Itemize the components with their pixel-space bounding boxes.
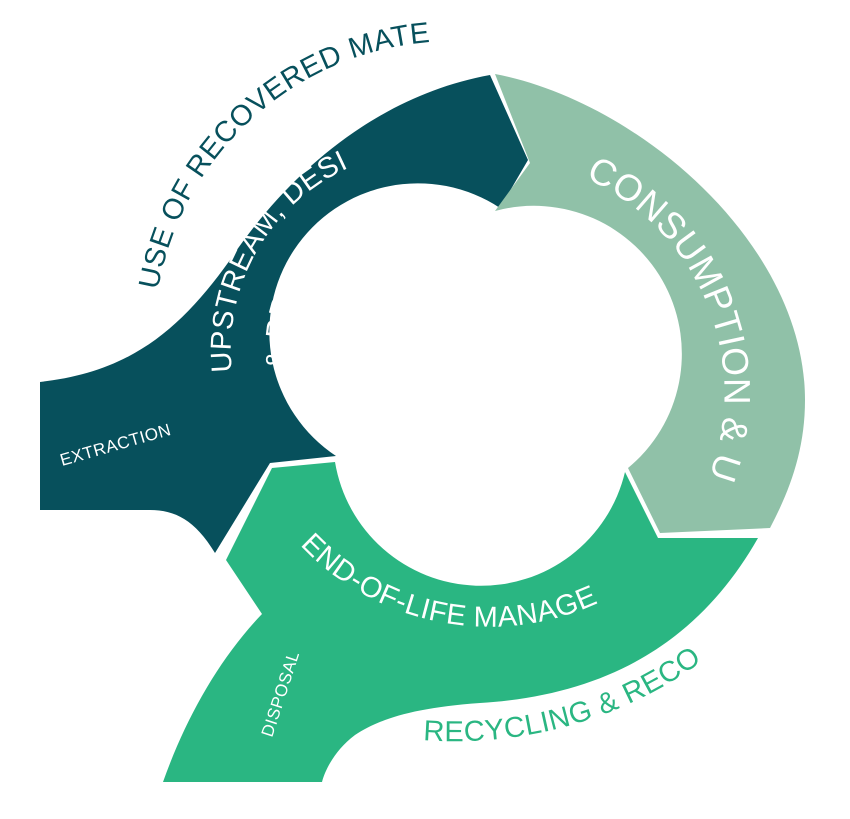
consumption-segment [495, 74, 805, 533]
end-of-life-segment [163, 462, 758, 782]
upstream-segment [40, 75, 528, 553]
